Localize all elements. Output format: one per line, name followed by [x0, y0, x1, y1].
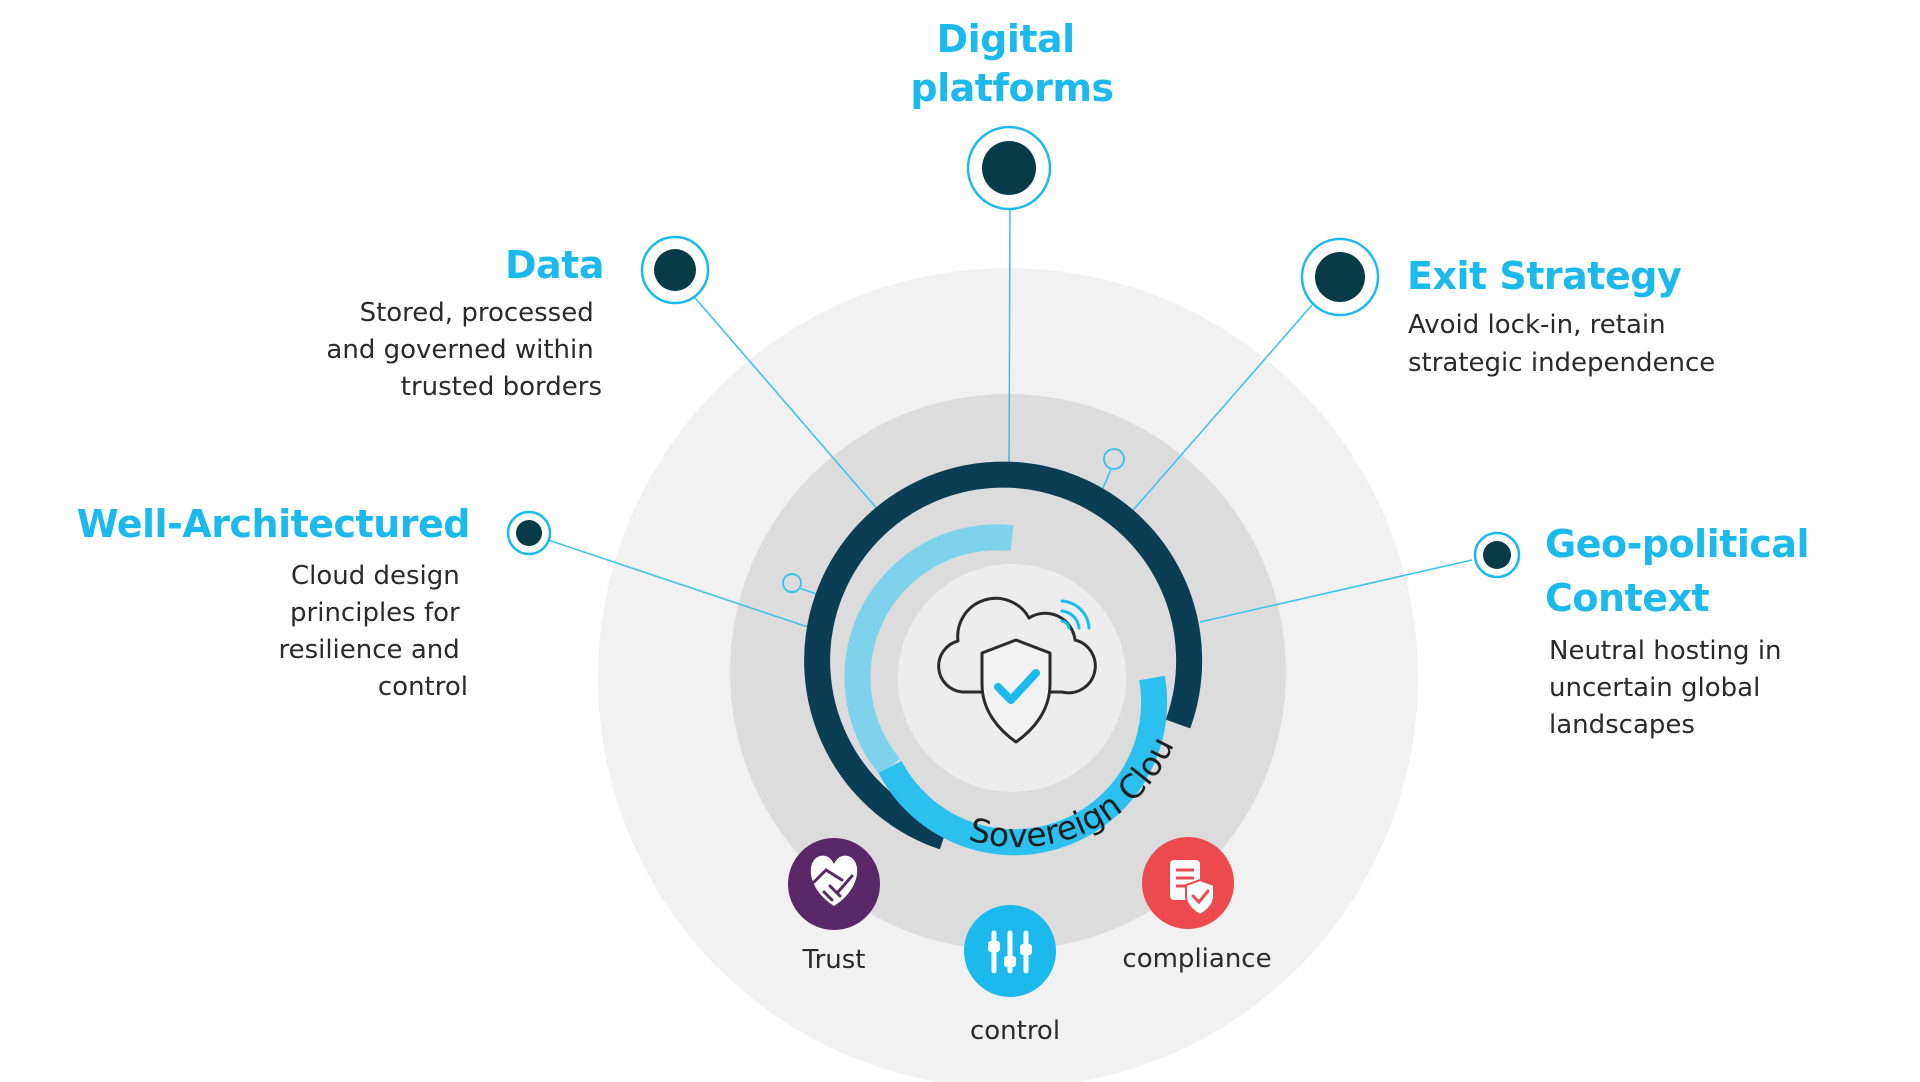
compliance-label: compliance — [1122, 944, 1271, 974]
connector-well — [547, 539, 809, 628]
connector-geo — [1199, 559, 1473, 623]
node-geo-political — [1473, 531, 1521, 579]
control-pillar: control — [964, 905, 1060, 1046]
well-desc-line-3: resilience and — [278, 635, 459, 665]
connector-data — [689, 291, 886, 519]
geo-title-line-1: Geo-political — [1545, 522, 1809, 566]
exit-strategy-title: Exit Strategy — [1407, 254, 1682, 298]
geo-title-line-2: Context — [1545, 576, 1709, 620]
geo-political-description: Neutral hosting in uncertain global land… — [1549, 636, 1790, 740]
node-exit-strategy — [1300, 237, 1380, 317]
data-title: Data — [505, 243, 604, 287]
geo-political-title: Geo-political Context — [1545, 522, 1822, 620]
digital-platforms-title: Digital platforms — [910, 17, 1113, 110]
node-data — [640, 235, 710, 305]
well-desc-line-2: principles for — [290, 598, 460, 628]
small-marker-top — [1103, 448, 1125, 470]
data-desc-line-2: and governed within — [326, 335, 593, 365]
geo-desc-line-2: uncertain global — [1549, 673, 1760, 703]
cloud-shield-check-icon — [937, 596, 1097, 744]
control-label: control — [970, 1016, 1060, 1046]
connector-digital — [1008, 207, 1011, 483]
data-desc-line-1: Stored, processed — [360, 298, 594, 328]
inner-ring-upper — [844, 524, 1014, 776]
sliders-icon — [988, 930, 1032, 974]
node-digital-platforms — [966, 125, 1052, 211]
well-desc-line-4: control — [378, 672, 468, 702]
exit-strategy-description: Avoid lock-in, retain strategic independ… — [1408, 310, 1715, 378]
well-architectured-title: Well-Architectured — [77, 502, 470, 546]
well-desc-line-1: Cloud design — [291, 561, 460, 591]
compliance-pillar: compliance — [1122, 837, 1272, 974]
well-architectured-description: Cloud design principles for resilience a… — [278, 561, 468, 702]
data-desc-line-3: trusted borders — [401, 372, 602, 402]
exit-desc-line-2: strategic independence — [1408, 348, 1715, 378]
geo-desc-line-3: landscapes — [1549, 710, 1695, 740]
exit-desc-line-1: Avoid lock-in, retain — [1408, 310, 1666, 340]
data-description: Stored, processed and governed within tr… — [326, 298, 602, 402]
sovereign-arc — [804, 461, 1203, 850]
trust-pillar: Trust — [788, 838, 880, 975]
inner-ring-lower — [878, 675, 1168, 856]
small-marker-left — [782, 573, 802, 593]
digital-title-line-1: Digital — [937, 17, 1075, 61]
document-shield-icon — [1170, 860, 1215, 917]
geo-desc-line-1: Neutral hosting in — [1549, 636, 1782, 666]
node-well-architectured — [506, 510, 552, 556]
trust-label: Trust — [802, 945, 866, 975]
handshake-heart-icon — [810, 855, 858, 906]
connector-exit — [1127, 304, 1313, 517]
digital-title-line-2: platforms — [910, 66, 1113, 110]
